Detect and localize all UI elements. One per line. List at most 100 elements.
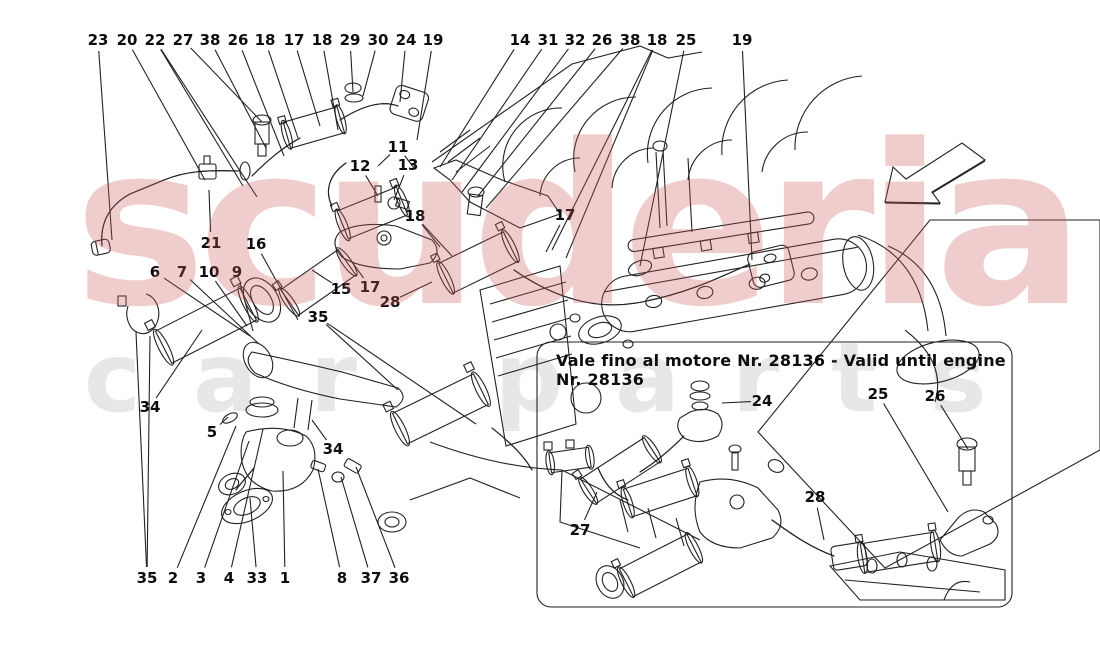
inset-pipes-art bbox=[543, 380, 1006, 601]
leader-line-38 bbox=[214, 49, 267, 149]
leader-line-31 bbox=[451, 48, 543, 181]
leader-line-35 bbox=[325, 324, 399, 391]
part-callout-29: 29 bbox=[340, 31, 361, 49]
part-callout-9: 9 bbox=[232, 263, 242, 281]
part-callout-23: 23 bbox=[88, 31, 109, 49]
leader-line-28 bbox=[399, 281, 433, 298]
part-callout-34: 34 bbox=[140, 398, 161, 416]
leader-line-15 bbox=[311, 269, 333, 284]
leader-line-13 bbox=[393, 175, 405, 201]
part-callout-36: 36 bbox=[389, 569, 410, 587]
part-callout-32: 32 bbox=[565, 31, 586, 49]
part-callout-26: 26 bbox=[925, 387, 946, 405]
part-callout-18: 18 bbox=[312, 31, 333, 49]
leader-line-21 bbox=[208, 189, 212, 233]
leader-line-18 bbox=[565, 49, 654, 259]
part-callout-35: 35 bbox=[137, 569, 158, 587]
part-callout-18: 18 bbox=[647, 31, 668, 49]
leader-line-18 bbox=[323, 50, 339, 131]
leader-line-11 bbox=[377, 154, 391, 167]
part-callout-38: 38 bbox=[620, 31, 641, 49]
leader-line-26 bbox=[940, 405, 969, 450]
leader-line-10 bbox=[214, 280, 248, 327]
leader-line-24 bbox=[399, 50, 406, 103]
part-callout-19: 19 bbox=[423, 31, 444, 49]
leader-line-24 bbox=[721, 401, 752, 404]
part-callout-6: 6 bbox=[150, 263, 160, 281]
leader-line-26 bbox=[477, 48, 596, 197]
cooling-pipes-art bbox=[90, 82, 795, 525]
leader-line-4 bbox=[230, 428, 264, 568]
leader-line-35 bbox=[135, 331, 148, 568]
leader-line-32 bbox=[461, 48, 569, 193]
part-callout-37: 37 bbox=[361, 569, 382, 587]
part-callout-30: 30 bbox=[368, 31, 389, 49]
checkered-flag-background bbox=[757, 219, 1100, 569]
leader-line-23 bbox=[98, 50, 113, 241]
part-callout-17: 17 bbox=[284, 31, 305, 49]
leader-line-34 bbox=[311, 419, 327, 441]
part-callout-13: 13 bbox=[398, 156, 419, 174]
leader-line-3 bbox=[204, 440, 250, 568]
part-callout-20: 20 bbox=[117, 31, 138, 49]
leader-line-27 bbox=[583, 491, 598, 521]
part-callout-4: 4 bbox=[224, 569, 234, 587]
part-callout-26: 26 bbox=[228, 31, 249, 49]
part-callout-7: 7 bbox=[177, 263, 187, 281]
leader-line-14 bbox=[439, 49, 515, 168]
leader-line-18 bbox=[422, 223, 453, 257]
part-callout-8: 8 bbox=[337, 569, 347, 587]
leader-line-37 bbox=[340, 476, 369, 568]
part-callout-38: 38 bbox=[200, 31, 221, 49]
part-callout-28: 28 bbox=[805, 488, 826, 506]
part-callout-15: 15 bbox=[331, 280, 352, 298]
leader-line-35 bbox=[146, 335, 151, 568]
leader-line-19 bbox=[741, 50, 753, 261]
leader-line-7 bbox=[189, 279, 260, 345]
part-callout-17: 17 bbox=[360, 278, 381, 296]
leader-line-5 bbox=[219, 416, 229, 425]
leader-line-22 bbox=[160, 49, 244, 187]
part-callout-24: 24 bbox=[396, 31, 417, 49]
leader-line-2 bbox=[176, 425, 237, 569]
leader-line-6 bbox=[163, 277, 251, 337]
leader-line-25 bbox=[639, 50, 685, 267]
leader-line-17 bbox=[545, 224, 561, 253]
leader-line-26 bbox=[241, 50, 285, 157]
leader-line-35 bbox=[326, 322, 477, 425]
part-callout-19: 19 bbox=[732, 31, 753, 49]
leader-line-18 bbox=[421, 224, 441, 248]
leader-line-1 bbox=[282, 470, 286, 568]
part-callout-1: 1 bbox=[280, 569, 290, 587]
part-callout-5: 5 bbox=[207, 423, 217, 441]
leader-line-17 bbox=[351, 261, 365, 279]
leader-line-11 bbox=[404, 155, 415, 169]
part-callout-17: 17 bbox=[555, 206, 576, 224]
part-callout-31: 31 bbox=[538, 31, 559, 49]
part-callout-3: 3 bbox=[196, 569, 206, 587]
part-callout-34: 34 bbox=[323, 440, 344, 458]
part-callout-18: 18 bbox=[255, 31, 276, 49]
leader-line-34 bbox=[155, 329, 203, 399]
part-callout-21: 21 bbox=[201, 234, 222, 252]
leader-line-17 bbox=[296, 50, 321, 127]
part-callout-27: 27 bbox=[173, 31, 194, 49]
part-callout-18: 18 bbox=[405, 207, 426, 225]
part-callout-35: 35 bbox=[308, 308, 329, 326]
leader-line-30 bbox=[362, 50, 376, 97]
leader-line-18 bbox=[267, 50, 299, 139]
leader-line-18 bbox=[551, 49, 653, 251]
leader-line-16 bbox=[260, 253, 299, 321]
engine-block-art bbox=[377, 45, 980, 549]
leader-line-33 bbox=[249, 497, 257, 568]
leader-line-27 bbox=[190, 47, 263, 123]
leader-line-22 bbox=[160, 48, 258, 198]
leader-line-28 bbox=[816, 507, 825, 541]
part-callout-24: 24 bbox=[752, 392, 773, 410]
part-callout-25: 25 bbox=[676, 31, 697, 49]
leader-line-38 bbox=[485, 47, 624, 209]
leader-line-19 bbox=[416, 50, 432, 141]
